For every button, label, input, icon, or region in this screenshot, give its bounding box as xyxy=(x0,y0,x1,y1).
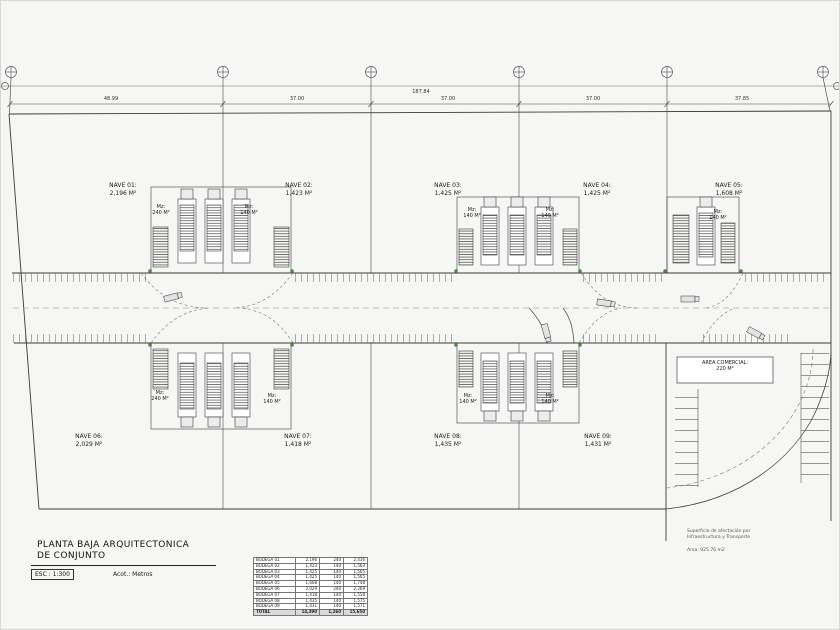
axis-marker-icon xyxy=(5,66,829,78)
parking-stalls xyxy=(675,353,829,487)
table-cell: 14,390 xyxy=(295,609,320,616)
table-cell: 1,565 xyxy=(343,574,368,582)
table-row: BODEGA 07 1,418 140 1,558 xyxy=(253,591,368,599)
table-cell: 1,748 xyxy=(343,580,368,587)
nave-label: NAVE 08:1,435 M² xyxy=(434,433,462,448)
dock-cluster xyxy=(150,186,292,274)
table-cell: TOTAL xyxy=(253,609,296,616)
parking-ticks xyxy=(13,273,825,343)
mz-label: Mz:140 M² xyxy=(541,393,559,406)
central-road xyxy=(12,272,831,344)
table-cell: 2,269 xyxy=(343,586,368,593)
table-row: BODEGA 03 1,425 140 1,565 xyxy=(253,568,368,576)
mz-label: Mz:240 M² xyxy=(152,204,170,217)
mz-label: Mz:140 M² xyxy=(709,209,727,222)
nave-label: NAVE 01:2,196 M² xyxy=(109,182,137,197)
nave-label: NAVE 02:1,423 M² xyxy=(285,182,313,197)
dimension-label: 37.85 xyxy=(734,96,750,102)
drawing-title-line2: DE CONJUNTO xyxy=(37,551,106,561)
tree-icon xyxy=(148,269,743,347)
dimension-label: 37.00 xyxy=(585,96,601,102)
nave-label: NAVE 03:1,425 M² xyxy=(434,182,462,197)
table-cell: 1,571 xyxy=(343,603,368,611)
mz-label: Mz:140 M² xyxy=(263,393,281,406)
table-cell: 1,260 xyxy=(319,609,344,616)
site-boundary xyxy=(8,110,832,541)
units-label: Acot.: Metros xyxy=(113,571,153,578)
table-row: BODEGA 06 2,029 240 2,269 xyxy=(253,586,368,593)
dimension-line xyxy=(7,100,834,108)
table-row: BODEGA 09 1,431 140 1,571 xyxy=(253,603,368,611)
road-entry xyxy=(528,307,575,344)
areas-table: BODEGA 01 2,196 240 2,436 BODEGA 02 1,42… xyxy=(253,557,368,616)
nave-label: NAVE 06:2,029 M² xyxy=(75,433,103,448)
truck-icon xyxy=(163,291,766,343)
scale-label: ESC : 1:300 xyxy=(31,569,74,580)
table-cell: 1,563 xyxy=(343,562,368,570)
commercial-area-label: AREA COMERCIAL:220 M² xyxy=(701,360,749,373)
table-row: BODEGA 04 1,425 140 1,565 xyxy=(253,574,368,582)
mz-label: Mz:240 M² xyxy=(151,390,169,403)
dock-cluster xyxy=(666,196,740,274)
dimension-label: 48.99 xyxy=(103,96,119,102)
mz-label: Mz:140 M² xyxy=(541,207,559,220)
affectation-area-note: Area: 925.76 m2 xyxy=(687,548,725,553)
curved-road xyxy=(665,348,832,510)
table-cell: 1,558 xyxy=(343,591,368,599)
table-total-row: TOTAL 14,390 1,260 15,650 xyxy=(253,609,368,616)
dock-cluster xyxy=(456,196,580,274)
table-row: BODEGA 08 1,435 140 1,575 xyxy=(253,597,368,605)
nave-label: NAVE 09:1,431 M² xyxy=(584,433,612,448)
table-row: BODEGA 01 2,196 240 2,436 xyxy=(253,557,368,564)
datum-end-icon xyxy=(1,82,9,90)
dock-cluster xyxy=(456,342,580,424)
title-underline xyxy=(31,565,216,566)
mz-label: Mz:140 M² xyxy=(459,393,477,406)
table-row: BODEGA 02 1,423 140 1,563 xyxy=(253,562,368,570)
table-cell: 1,565 xyxy=(343,568,368,576)
nave-label: NAVE 04:1,425 M² xyxy=(583,182,611,197)
nave-label: NAVE 07:1,418 M² xyxy=(284,433,312,448)
table-row: BODEGA 05 1,608 140 1,748 xyxy=(253,580,368,587)
mz-label: Mz:140 M² xyxy=(240,204,258,217)
nave-label: NAVE 05:1,608 M² xyxy=(715,182,743,197)
dimension-label: 37.00 xyxy=(289,96,305,102)
table-cell: 2,436 xyxy=(343,557,368,564)
dimension-total-label: 187.84 xyxy=(412,89,430,95)
table-cell: 15,650 xyxy=(343,609,368,616)
drawing-title-line1: PLANTA BAJA ARQUITECTONICA xyxy=(37,540,190,550)
dimension-label: 37.00 xyxy=(440,96,456,102)
datum-end-icon xyxy=(833,82,839,90)
dock-cluster xyxy=(150,342,292,430)
mz-label: Mz:140 M² xyxy=(463,207,481,220)
turning-paths xyxy=(140,272,744,344)
table-cell: 1,575 xyxy=(343,597,368,605)
commercial-area-outline xyxy=(676,356,774,384)
